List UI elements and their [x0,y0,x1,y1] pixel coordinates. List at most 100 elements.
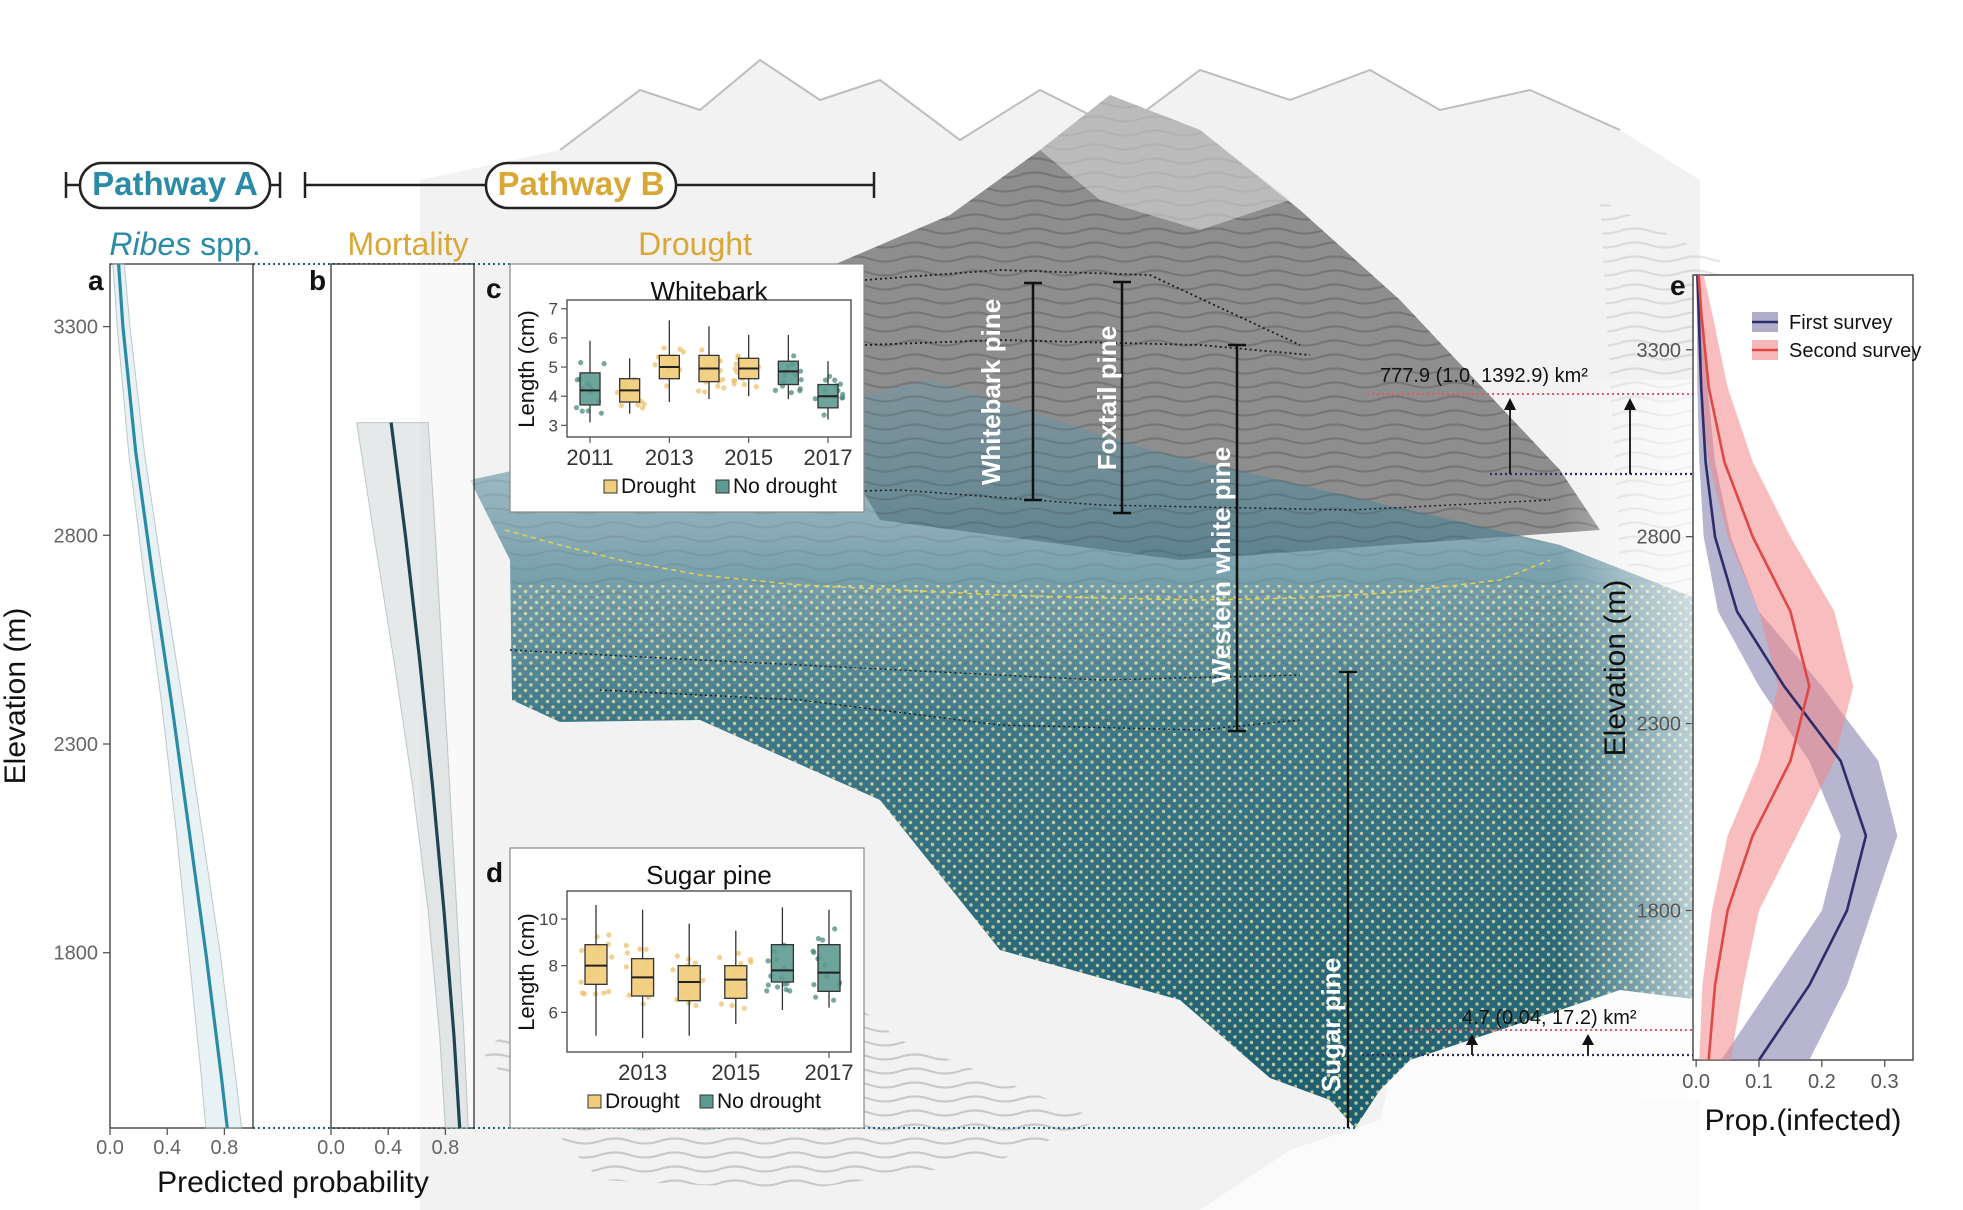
data-point [718,1001,725,1007]
data-point [787,988,793,994]
data-point [635,402,641,408]
x-tick-label: 0.8 [431,1137,459,1159]
data-point [693,1003,699,1009]
data-point [733,361,739,367]
data-point [729,1002,735,1009]
data-point [765,982,771,988]
y-tick-label: 2300 [1637,714,1682,736]
panel-label: c [486,273,502,304]
x-tick-label: 0.8 [210,1137,238,1159]
data-point [579,990,586,996]
legend-label: First survey [1789,312,1892,334]
zone-foxtail-label: Foxtail pine [1092,326,1122,470]
pathway-a-label: Pathway A [92,165,258,202]
mortality-label: Mortality [348,226,469,262]
data-point [820,937,826,943]
data-point [609,954,615,960]
pathway-header: Pathway A Pathway B Ribes spp. Mortality… [64,161,876,262]
data-point [715,383,721,389]
data-point [821,412,827,418]
data-point [812,396,818,402]
upper-area-label: 777.9 (1.0, 1392.9) km² [1380,365,1588,387]
box [677,965,701,1002]
inset-title: Sugar pine [646,860,772,890]
legend-drought: Drought [621,475,696,498]
panel-label: b [309,265,326,296]
data-point [579,408,585,414]
data-point [837,381,844,387]
y-tick-label: 1800 [1637,900,1682,922]
x-tick-label: 0.3 [1871,1071,1899,1093]
data-point [815,936,822,942]
y-axis-title: Length (cm) [514,310,539,427]
inset-title: Whitebark [650,276,768,306]
x-tick-label: 0.0 [96,1137,124,1159]
legend-nodrought: No drought [717,1090,821,1113]
data-point [741,381,747,388]
data-point [721,385,727,391]
legend-swatch-nodrought [715,479,730,494]
x-axis-title: Prop.(infected) [1705,1104,1902,1137]
x-tick-label: 0.0 [317,1137,345,1159]
y-tick-label: 3300 [54,317,99,339]
data-point [578,360,584,366]
x-tick-label: 2013 [618,1060,667,1085]
legend-drought: Drought [605,1090,680,1113]
data-point [624,950,631,956]
data-point [573,405,580,411]
data-point [731,378,737,384]
data-point [637,946,643,952]
panel-label: e [1670,270,1686,301]
data-point [741,1005,747,1011]
data-point [753,384,760,390]
data-point [618,403,625,409]
data-point [748,959,754,965]
plot-frame [566,890,852,1053]
data-point [811,982,817,988]
panel-label: d [486,857,503,888]
data-point [738,960,744,967]
data-point [643,946,649,952]
data-point [832,377,838,383]
data-point [670,967,676,973]
shared-xlabel: Predicted probability [157,1166,429,1199]
x-tick-label: 2015 [711,1060,760,1085]
y-tick-label: 2800 [1637,527,1682,549]
data-point [692,960,699,966]
x-tick-label: 2015 [724,445,773,470]
data-point [664,383,670,389]
x-tick-label: 0.4 [374,1137,402,1159]
data-point [764,988,770,994]
x-tick-label: 2017 [804,445,853,470]
data-point [797,368,804,374]
lower-area-label: 4.7 (0.04, 17.2) km² [1462,1007,1637,1029]
data-point [840,395,846,401]
y-tick-label: 8 [549,957,558,976]
data-point [606,932,612,938]
data-point [623,942,629,949]
legend-swatch-nodrought [699,1094,714,1109]
box [770,944,795,983]
data-point [772,387,779,393]
y-tick-label: 5 [549,358,558,377]
data-point [578,979,584,985]
data-point [813,994,819,1000]
data-point [652,362,658,368]
data-point [699,347,705,353]
y-tick-label: 2800 [54,525,99,547]
panel-label: a [88,265,104,296]
legend-swatch-drought [603,479,618,494]
x-tick-label: 0.0 [1682,1071,1710,1093]
y-tick-label: 10 [539,910,558,929]
data-point [765,958,771,964]
y-axis-title: Elevation (m) [1599,580,1632,757]
box [584,944,608,985]
data-point [626,992,632,998]
data-point [717,954,723,961]
legend-swatch-drought [587,1094,602,1109]
data-point [696,388,702,394]
